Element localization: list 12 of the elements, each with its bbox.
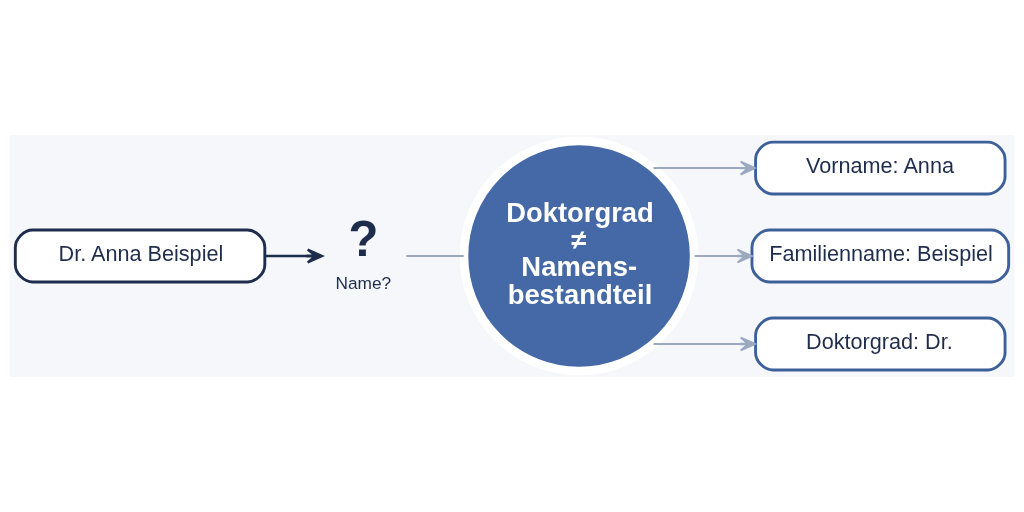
node-text: ? xyxy=(348,212,379,267)
node-box: Doktorgrad: Dr. xyxy=(754,316,1007,372)
node-box: Dr. Anna Beispiel xyxy=(13,228,267,284)
node-circle: Doktorgrad ≠ Namens- bestandteil xyxy=(459,136,699,376)
arrow xyxy=(693,248,753,264)
node-box: Vorname: Anna xyxy=(754,140,1007,196)
connector xyxy=(405,255,465,257)
node-label: Name? xyxy=(335,272,392,293)
node-box: Familienname: Beispiel xyxy=(750,228,1011,284)
arrow xyxy=(265,248,324,264)
arrow xyxy=(652,160,757,176)
arrow xyxy=(652,336,757,352)
